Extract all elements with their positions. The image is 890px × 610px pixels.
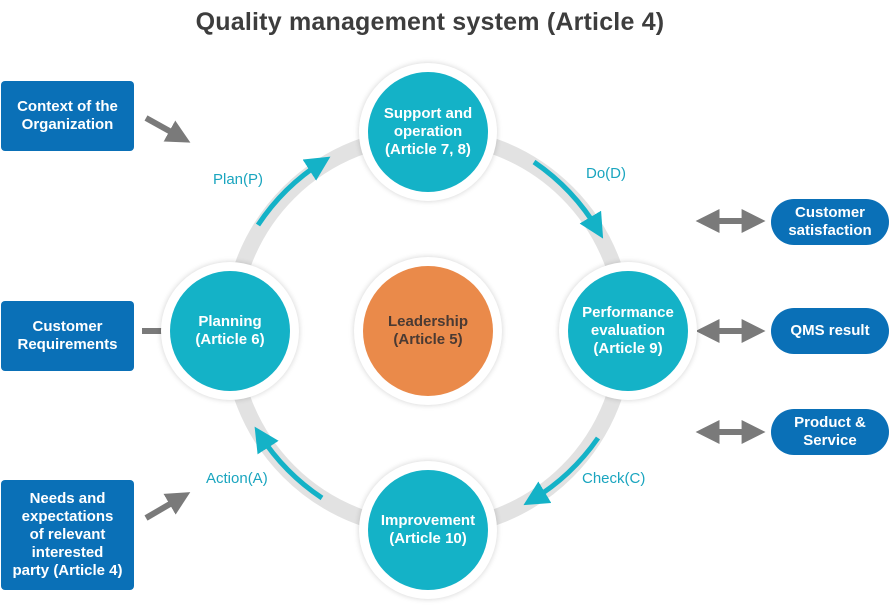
requirements-box: Customer Requirements [1,301,134,371]
diagram-title: Quality management system (Article 4) [195,8,665,36]
leadership-label: Leadership (Article 5) [387,313,469,348]
satisfaction-label: Customer satisfaction [788,204,872,239]
improvement-node: Improvement (Article 10) [359,461,497,599]
leadership-node: Leadership (Article 5) [354,257,502,405]
do-label: Do(D) [586,165,626,182]
product-pill: Product & Service [771,409,889,455]
support-label: Support and operation (Article 7, 8) [383,105,473,158]
plan-arrow [255,156,331,227]
action-arrow [254,426,324,501]
planning-node: Planning (Article 6) [161,262,299,400]
support-node: Support and operation (Article 7, 8) [359,63,497,201]
context-input-arrow [144,115,191,143]
context-label: Context of the Organization [17,98,118,133]
qms-result-pill: QMS result [771,308,889,354]
performance-node: Performance evaluation (Article 9) [559,262,697,400]
do-arrow [532,159,604,239]
needs-input-arrow [144,492,191,521]
action-label: Action(A) [206,470,268,487]
planning-label: Planning (Article 6) [195,313,265,348]
qms-result-label: QMS result [790,322,870,339]
context-box: Context of the Organization [1,81,134,151]
performance-label: Performance evaluation (Article 9) [582,304,674,357]
check-arrow [523,436,601,506]
needs-label: Needs and expectations of relevant inter… [12,490,123,579]
needs-box: Needs and expectations of relevant inter… [1,480,134,590]
improvement-label: Improvement (Article 10) [380,512,476,547]
satisfaction-pill: Customer satisfaction [771,199,889,245]
requirements-label: Customer Requirements [17,318,118,353]
check-label: Check(C) [582,470,646,487]
product-label: Product & Service [794,414,866,449]
plan-label: Plan(P) [213,171,264,188]
